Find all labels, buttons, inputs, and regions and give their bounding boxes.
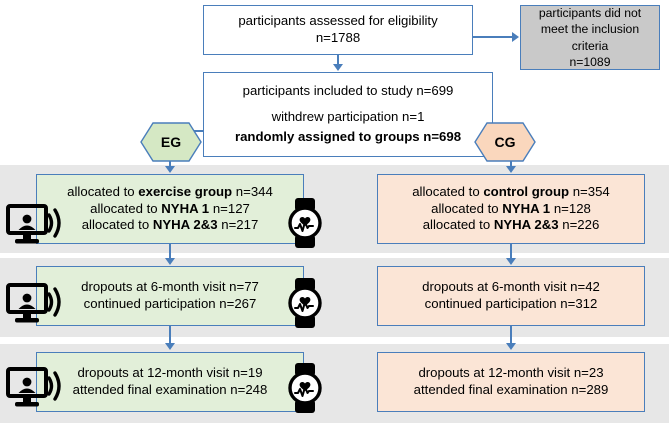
arrowhead-cg-6m <box>506 258 516 265</box>
cg-alloc-line-3: allocated to NYHA 2&3 n=226 <box>422 217 600 233</box>
eligibility-line-1: participants assessed for eligibility <box>238 13 438 29</box>
cg-12m-line-1: dropouts at 12-month visit n=23 <box>418 365 604 381</box>
excluded-line-4: n=1089 <box>569 54 611 69</box>
eg-alloc-line-1: allocated to exercise group n=344 <box>67 183 273 199</box>
smartwatch-heart-icon <box>283 362 327 419</box>
arrowhead-cg-allocation <box>506 166 516 173</box>
cg-6m-line-1: dropouts at 6-month visit n=42 <box>422 279 600 295</box>
arrowhead-eg-6m <box>165 258 175 265</box>
hexagon-exercise-group: EG <box>140 122 202 162</box>
cg-alloc-line-1: allocated to control group n=354 <box>412 183 610 199</box>
connector-eg-allocation-to-6m <box>169 244 171 259</box>
box-eg-6-month: dropouts at 6-month visit n=77 continued… <box>36 266 304 326</box>
connector-eligibility-to-excluded <box>473 36 513 38</box>
excluded-line-3: criteria <box>571 38 609 53</box>
hexagon-cg-label: CG <box>494 134 516 150</box>
eligibility-line-2: n=1788 <box>315 30 361 45</box>
box-cg-6-month: dropouts at 6-month visit n=42 continued… <box>377 266 645 326</box>
eg-6m-line-2: continued participation n=267 <box>83 296 257 311</box>
cg-12m-line-2: attended final examination n=289 <box>413 382 609 397</box>
eg-alloc-line-2: allocated to NYHA 1 n=127 <box>90 200 250 216</box>
cg-6m-line-2: continued participation n=312 <box>424 296 598 311</box>
telemonitoring-screen-icon <box>6 203 62 252</box>
connector-cg-to-allocation <box>510 158 512 168</box>
eg-alloc-line-3: allocated to NYHA 2&3 n=217 <box>81 217 259 233</box>
included-line-2: withdrew participation n=1 <box>271 109 425 125</box>
arrowhead-eligibility-to-included <box>333 64 343 71</box>
included-line-1: participants included to study n=699 <box>242 83 454 99</box>
eg-6m-line-1: dropouts at 6-month visit n=77 <box>81 279 259 295</box>
eg-12m-line-1: dropouts at 12-month visit n=19 <box>77 365 263 381</box>
eg-12m-line-2: attended final examination n=248 <box>72 382 268 397</box>
included-line-3: randomly assigned to groups n=698 <box>234 128 462 144</box>
telemonitoring-screen-icon <box>6 282 62 331</box>
box-participants-excluded: participants did not meet the inclusion … <box>520 5 660 70</box>
box-participants-included: participants included to study n=699 wit… <box>203 72 493 157</box>
connector-eg-to-allocation <box>169 158 171 168</box>
connector-eg-6m-to-12m <box>169 326 171 344</box>
connector-eligibility-to-included <box>337 55 339 65</box>
connector-cg-allocation-to-6m <box>510 244 512 259</box>
smartwatch-heart-icon <box>283 197 327 254</box>
box-participants-assessed: participants assessed for eligibility n=… <box>203 5 473 55</box>
hexagon-eg-label: EG <box>160 134 182 150</box>
arrowhead-eg-12m <box>165 343 175 350</box>
telemonitoring-screen-icon <box>6 366 62 415</box>
arrowhead-eg-allocation <box>165 166 175 173</box>
hexagon-shape-cg <box>474 122 536 162</box>
cg-alloc-line-2: allocated to NYHA 1 n=128 <box>431 200 591 216</box>
arrowhead-cg-12m <box>506 343 516 350</box>
excluded-line-1: participants did not <box>538 5 642 20</box>
arrowhead-eligibility-to-excluded <box>512 32 519 42</box>
box-eg-12-month: dropouts at 12-month visit n=19 attended… <box>36 352 304 412</box>
smartwatch-heart-icon <box>283 277 327 334</box>
hexagon-control-group: CG <box>474 122 536 162</box>
excluded-line-2: meet the inclusion <box>540 22 640 37</box>
box-cg-allocation: allocated to control group n=354 allocat… <box>377 174 645 244</box>
connector-cg-6m-to-12m <box>510 326 512 344</box>
box-eg-allocation: allocated to exercise group n=344 alloca… <box>36 174 304 244</box>
hexagon-shape-eg <box>140 122 202 162</box>
box-cg-12-month: dropouts at 12-month visit n=23 attended… <box>377 352 645 412</box>
